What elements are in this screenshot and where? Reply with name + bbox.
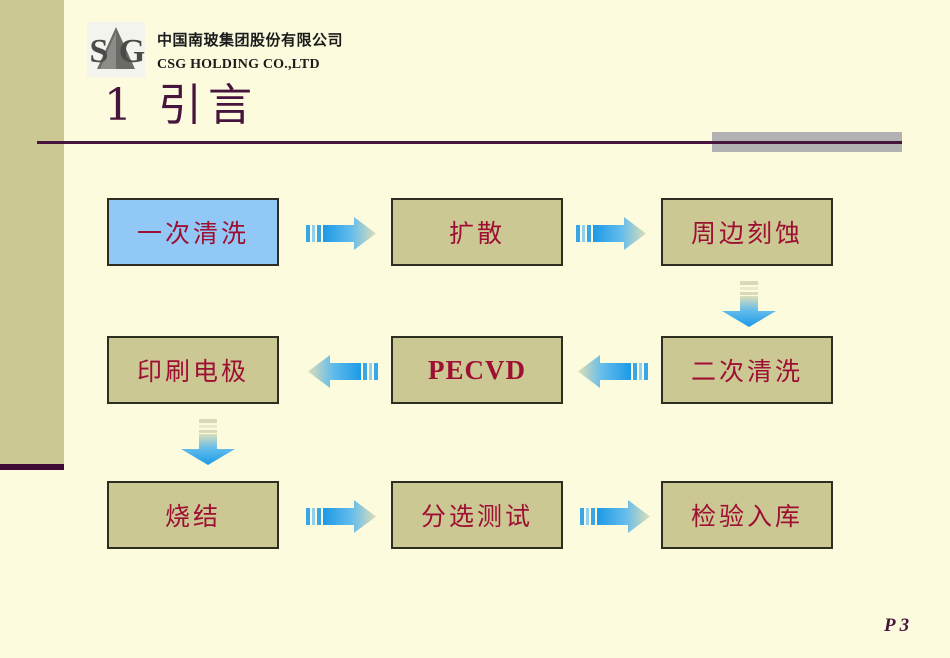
process-node-4[interactable]: 印刷电极 <box>107 336 279 404</box>
svg-text:G: G <box>119 33 145 70</box>
arrow-right-icon-2 <box>576 217 646 250</box>
company-name-chinese: 中国南玻集团股份有限公司 <box>157 31 344 49</box>
arrow-right-icon-3 <box>306 500 376 533</box>
process-node-9[interactable]: 检验入库 <box>661 481 833 549</box>
process-node-6[interactable]: 二次清洗 <box>661 336 833 404</box>
arrow-down-icon-2 <box>181 419 235 465</box>
arrow-right-icon-1 <box>306 217 376 250</box>
sidebar-accent-underline <box>0 464 64 470</box>
title-divider-line <box>37 141 902 144</box>
arrow-left-icon-2 <box>578 355 648 388</box>
process-node-7[interactable]: 烧结 <box>107 481 279 549</box>
arrow-right-icon-4 <box>580 500 650 533</box>
arrow-down-icon-1 <box>722 281 776 327</box>
arrow-left-icon-1 <box>308 355 378 388</box>
process-node-8[interactable]: 分选测试 <box>391 481 563 549</box>
process-node-1[interactable]: 一次清洗 <box>107 198 279 266</box>
process-node-5[interactable]: PECVD <box>391 336 563 404</box>
page-number: P 3 <box>884 615 910 636</box>
csg-logo-icon: S G <box>87 22 145 77</box>
page-title: 1 引言 <box>104 80 258 131</box>
sidebar-decoration-bar <box>0 0 64 464</box>
company-name-english: CSG HOLDING CO.,LTD <box>157 57 320 72</box>
process-node-2[interactable]: 扩散 <box>391 198 563 266</box>
svg-text:S: S <box>90 33 109 70</box>
process-node-3[interactable]: 周边刻蚀 <box>661 198 833 266</box>
